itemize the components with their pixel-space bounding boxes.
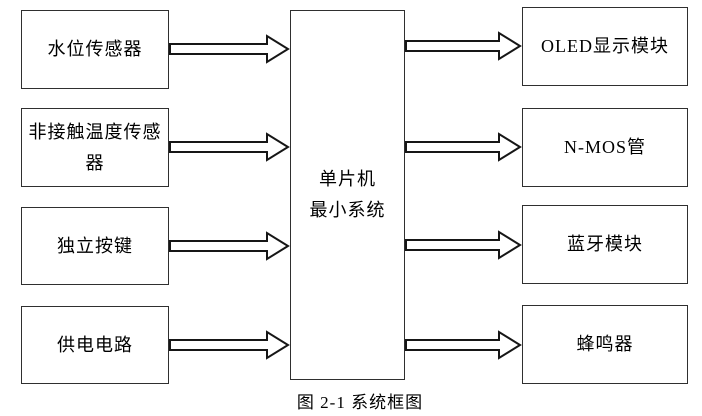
output-box-bluetooth-module: 蓝牙模块 [522, 205, 688, 284]
arrow-temperature-to-mcu [169, 132, 290, 162]
center-box-mcu-minimal-system: 单片机 最小系统 [290, 10, 405, 380]
input-label-non-contact-temperature-sensor: 非接触温度传感器 [28, 121, 162, 173]
figure-caption: 图 2-1 系统框图 [296, 393, 424, 412]
output-box-n-mos-transistor: N-MOS管 [522, 108, 688, 187]
output-label-oled-display-module: OLED显示模块 [541, 36, 669, 57]
output-box-oled-display-module: OLED显示模块 [522, 7, 688, 86]
input-box-power-supply-circuit: 供电电路 [21, 306, 169, 384]
arrow-power-to-mcu [169, 330, 290, 360]
output-label-n-mos-transistor: N-MOS管 [563, 137, 646, 158]
input-label-water-level-sensor: 水位传感器 [47, 39, 143, 60]
center-label-line2: 最小系统 [309, 200, 386, 220]
input-box-independent-buttons: 独立按键 [21, 207, 169, 285]
input-box-water-level-sensor: 水位传感器 [21, 10, 169, 89]
arrow-mcu-to-buzzer [405, 330, 522, 360]
output-label-bluetooth-module: 蓝牙模块 [567, 234, 643, 255]
arrow-buttons-to-mcu [169, 231, 290, 261]
input-label-independent-buttons: 独立按键 [57, 235, 133, 256]
center-label-line1: 单片机 [319, 169, 376, 190]
input-box-non-contact-temperature-sensor: 非接触温度传感器 [21, 108, 169, 187]
output-label-buzzer: 蜂鸣器 [576, 334, 634, 355]
output-box-buzzer: 蜂鸣器 [522, 305, 688, 384]
input-label-power-supply-circuit: 供电电路 [57, 334, 133, 355]
center-label-mcu-minimal-system: 单片机 最小系统 [294, 164, 401, 225]
arrow-water-level-to-mcu [169, 34, 290, 64]
arrow-mcu-to-nmos [405, 132, 522, 162]
arrow-mcu-to-bluetooth [405, 230, 522, 260]
arrow-mcu-to-oled [405, 31, 522, 61]
